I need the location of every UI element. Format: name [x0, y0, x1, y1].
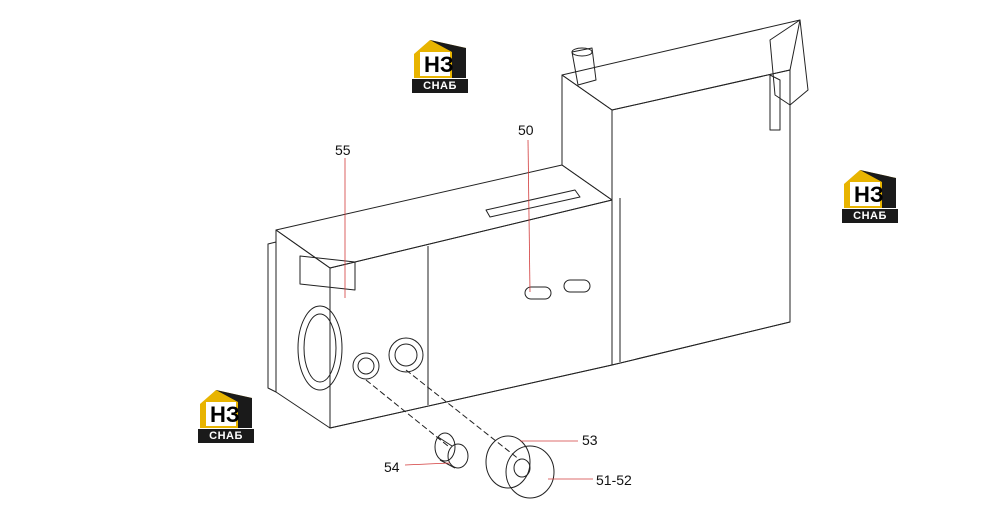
front-slot-left [524, 286, 552, 300]
part-label-53: 53 [582, 432, 598, 448]
watermark-logo-2: НЗ СНАБ [838, 164, 902, 228]
port-large [388, 337, 424, 373]
tall-section-front [611, 69, 791, 366]
tank-end-face [275, 229, 331, 429]
part-54-cap [434, 432, 469, 469]
tank-front-face [329, 199, 613, 429]
hopper [769, 19, 809, 106]
part-label-50: 50 [518, 122, 534, 138]
watermark-logo-3: НЗ СНАБ [194, 384, 258, 448]
top-slot [485, 189, 581, 218]
house-logo-icon [414, 40, 466, 78]
part-label-54: 54 [384, 459, 400, 475]
part-label-55: 55 [335, 142, 351, 158]
leader-54 [404, 462, 451, 466]
house-logo-icon [844, 170, 896, 208]
port-small [352, 352, 380, 380]
end-opening [297, 305, 343, 391]
house-logo-icon [200, 390, 252, 428]
front-slot-right [563, 279, 591, 293]
part-51-52-flange [505, 445, 555, 499]
watermark-logo-1: НЗ СНАБ [408, 34, 472, 98]
pipe-stub [571, 47, 597, 86]
side-bracket [267, 241, 277, 393]
tall-section-side [561, 74, 613, 201]
part-53-gasket [485, 435, 531, 489]
leader-50 [527, 139, 531, 293]
tank-top-face [275, 164, 613, 269]
tall-section-top [561, 19, 801, 111]
part-label-51-52: 51-52 [596, 472, 632, 488]
